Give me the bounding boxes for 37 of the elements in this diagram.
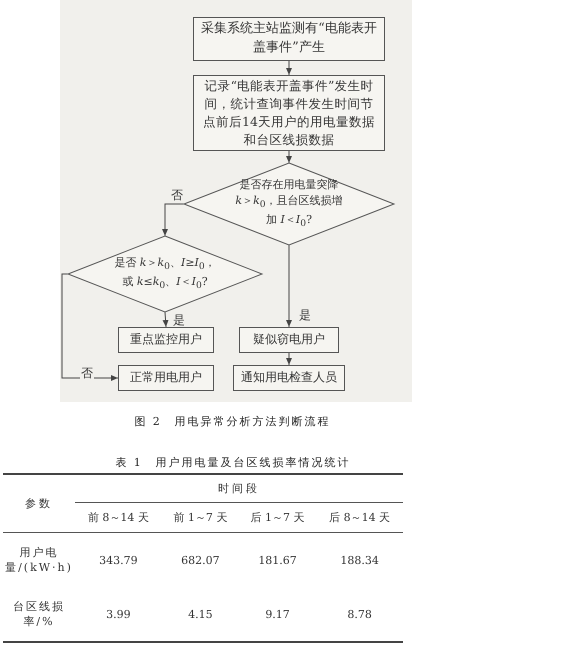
- table-cell: 9.17: [238, 587, 316, 642]
- table-cell: 4.15: [162, 587, 239, 642]
- edge-label: 否: [80, 366, 94, 380]
- table-cell: 181.67: [238, 532, 316, 587]
- figure-caption: 图 2 用电异常分析方法判断流程: [133, 414, 332, 429]
- edge-label: 否: [170, 188, 184, 202]
- edge-label: 是: [172, 313, 186, 327]
- process-box: 采集系统主站监测有“电能表开盖事件”产生: [193, 17, 385, 61]
- table-header: 参数: [3, 474, 75, 532]
- arrow: [286, 352, 292, 366]
- table-cell: 343.79: [75, 532, 162, 587]
- arrow: [162, 312, 169, 328]
- process-box: 重点监控用户: [118, 327, 214, 353]
- table-cell: 台区线损率/%: [3, 587, 75, 642]
- table-cell: 8.78: [316, 587, 403, 642]
- edge-label: 是: [298, 308, 312, 322]
- table-header: 前 8～14 天: [75, 502, 162, 532]
- arrow: [286, 244, 292, 328]
- arrow: [62, 274, 118, 381]
- decision-text: 是否 k＞k$_{0}$、I≥I$_{0}$，或 k≤k$_{0}$、I＜I$_{0}$?: [113, 254, 217, 294]
- process-box: 通知用电检查人员: [233, 365, 345, 391]
- table-cell: 用户电量/(kW·h): [3, 532, 75, 587]
- table-cell: 682.07: [162, 532, 239, 587]
- process-box: 记录“电能表开盖事件”发生时间，统计查询事件发生时间节点前后14天用户的用电量数据和台区线损数据: [193, 75, 385, 151]
- arrow: [162, 204, 184, 236]
- table-header: 时间段: [75, 474, 403, 502]
- table-header: 后 1～7 天: [238, 502, 316, 532]
- arrow: [286, 150, 292, 164]
- table-header: 后 8～14 天: [316, 502, 403, 532]
- process-box: 疑似窃电用户: [239, 327, 339, 353]
- table-cell: 188.34: [316, 532, 403, 587]
- table-cell: 3.99: [75, 587, 162, 642]
- table-title: 表 1 用户用电量及台区线损率情况统计: [114, 455, 352, 470]
- process-box: 正常用电用户: [118, 365, 214, 391]
- arrow: [286, 60, 292, 76]
- table-header: 前 1～7 天: [162, 502, 239, 532]
- decision-text: 是否存在用电量突降 k＞k$_{0}$，且台区线损增加 I＜I$_{0}$?: [235, 177, 343, 231]
